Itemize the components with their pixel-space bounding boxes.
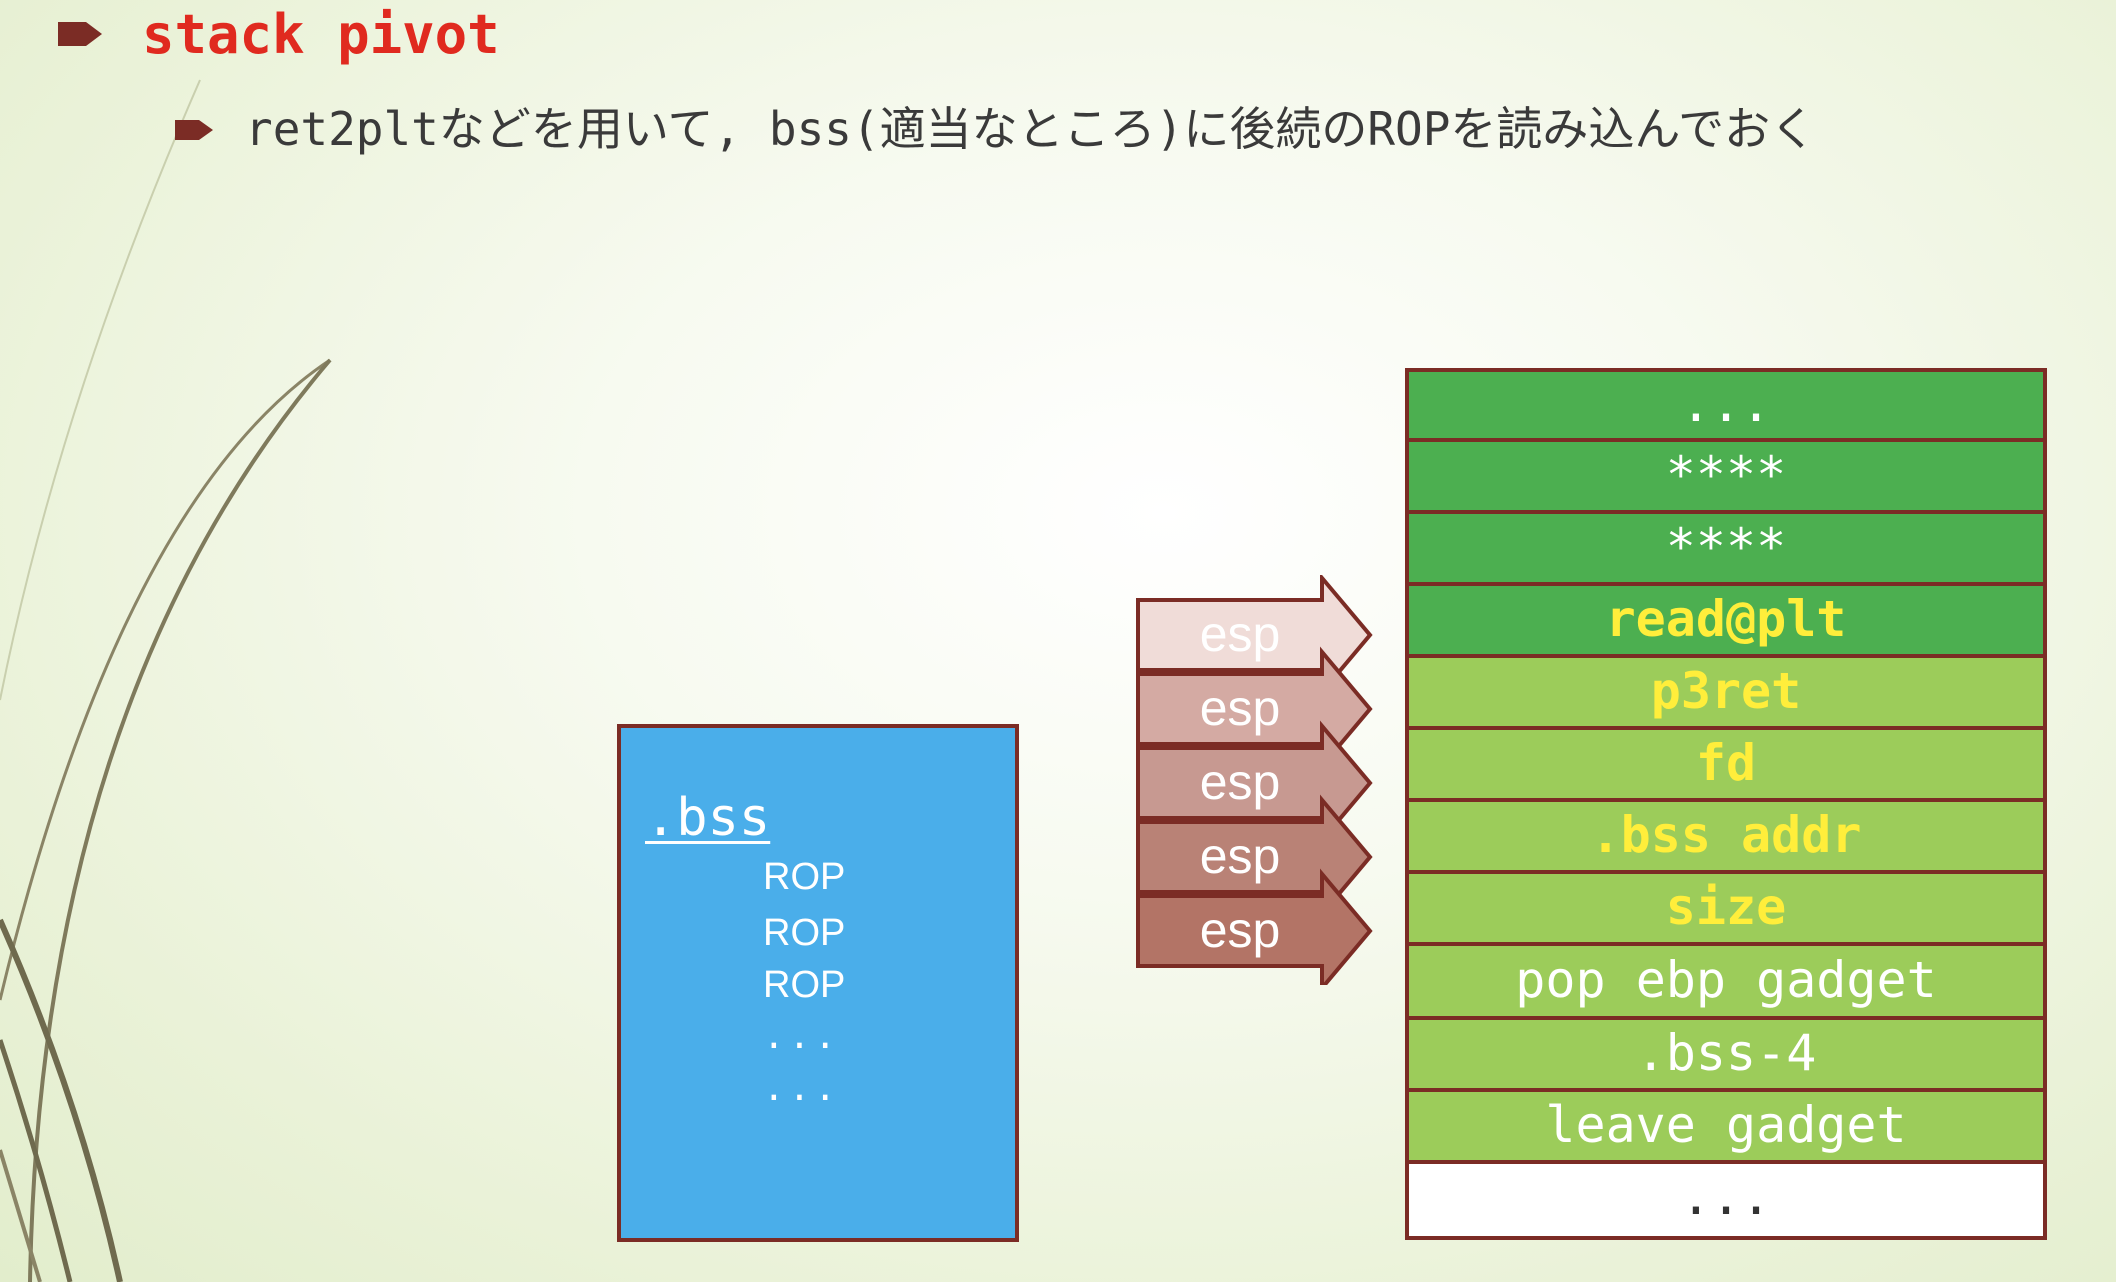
stack-cell: size	[1409, 874, 2043, 946]
esp-arrow: esp	[1136, 794, 1373, 920]
bss-rop-line: ROP	[763, 912, 846, 954]
esp-arrow: esp	[1136, 575, 1373, 698]
stack-cell: pop ebp gadget	[1409, 946, 2043, 1020]
stack-cell: ...	[1409, 372, 2043, 442]
stack-cell: leave gadget	[1409, 1092, 2043, 1164]
stack-cell: ****	[1409, 442, 2043, 514]
bullet-arrow-icon	[175, 120, 213, 140]
bss-label: .bss	[645, 788, 771, 848]
esp-arrow: esp	[1136, 868, 1373, 985]
stack-cell: fd	[1409, 730, 2043, 802]
slide-title: stack pivot	[142, 3, 500, 66]
stack-cell: ****	[1409, 514, 2043, 586]
bss-rop-line: ROP	[763, 856, 846, 898]
stack-cell: ...	[1409, 1164, 2043, 1236]
bss-ellipsis: ...	[763, 1068, 841, 1109]
esp-arrow: esp	[1136, 720, 1373, 846]
esp-arrows: esp esp esp esp esp	[1136, 575, 1373, 985]
stack-cell: .bss-4	[1409, 1020, 2043, 1092]
esp-arrow: esp	[1136, 646, 1373, 772]
esp-label: esp	[1200, 680, 1281, 736]
bss-region: .bss ROP ROP ROP ... ...	[617, 724, 1019, 1242]
stack-cell: read@plt	[1409, 586, 2043, 658]
esp-label: esp	[1200, 828, 1281, 884]
stack-cell: .bss addr	[1409, 802, 2043, 874]
stack-cell: p3ret	[1409, 658, 2043, 730]
esp-label: esp	[1200, 754, 1281, 810]
esp-label: esp	[1200, 606, 1281, 662]
esp-label: esp	[1200, 902, 1281, 958]
bss-rop-line: ROP	[763, 964, 846, 1006]
bss-ellipsis: ...	[763, 1016, 841, 1057]
slide-subtitle: ret2pltなどを用いて, bss(適当なところ)に後続のROPを読み込んでお…	[245, 102, 1817, 156]
bullet-arrow-icon	[58, 22, 102, 46]
